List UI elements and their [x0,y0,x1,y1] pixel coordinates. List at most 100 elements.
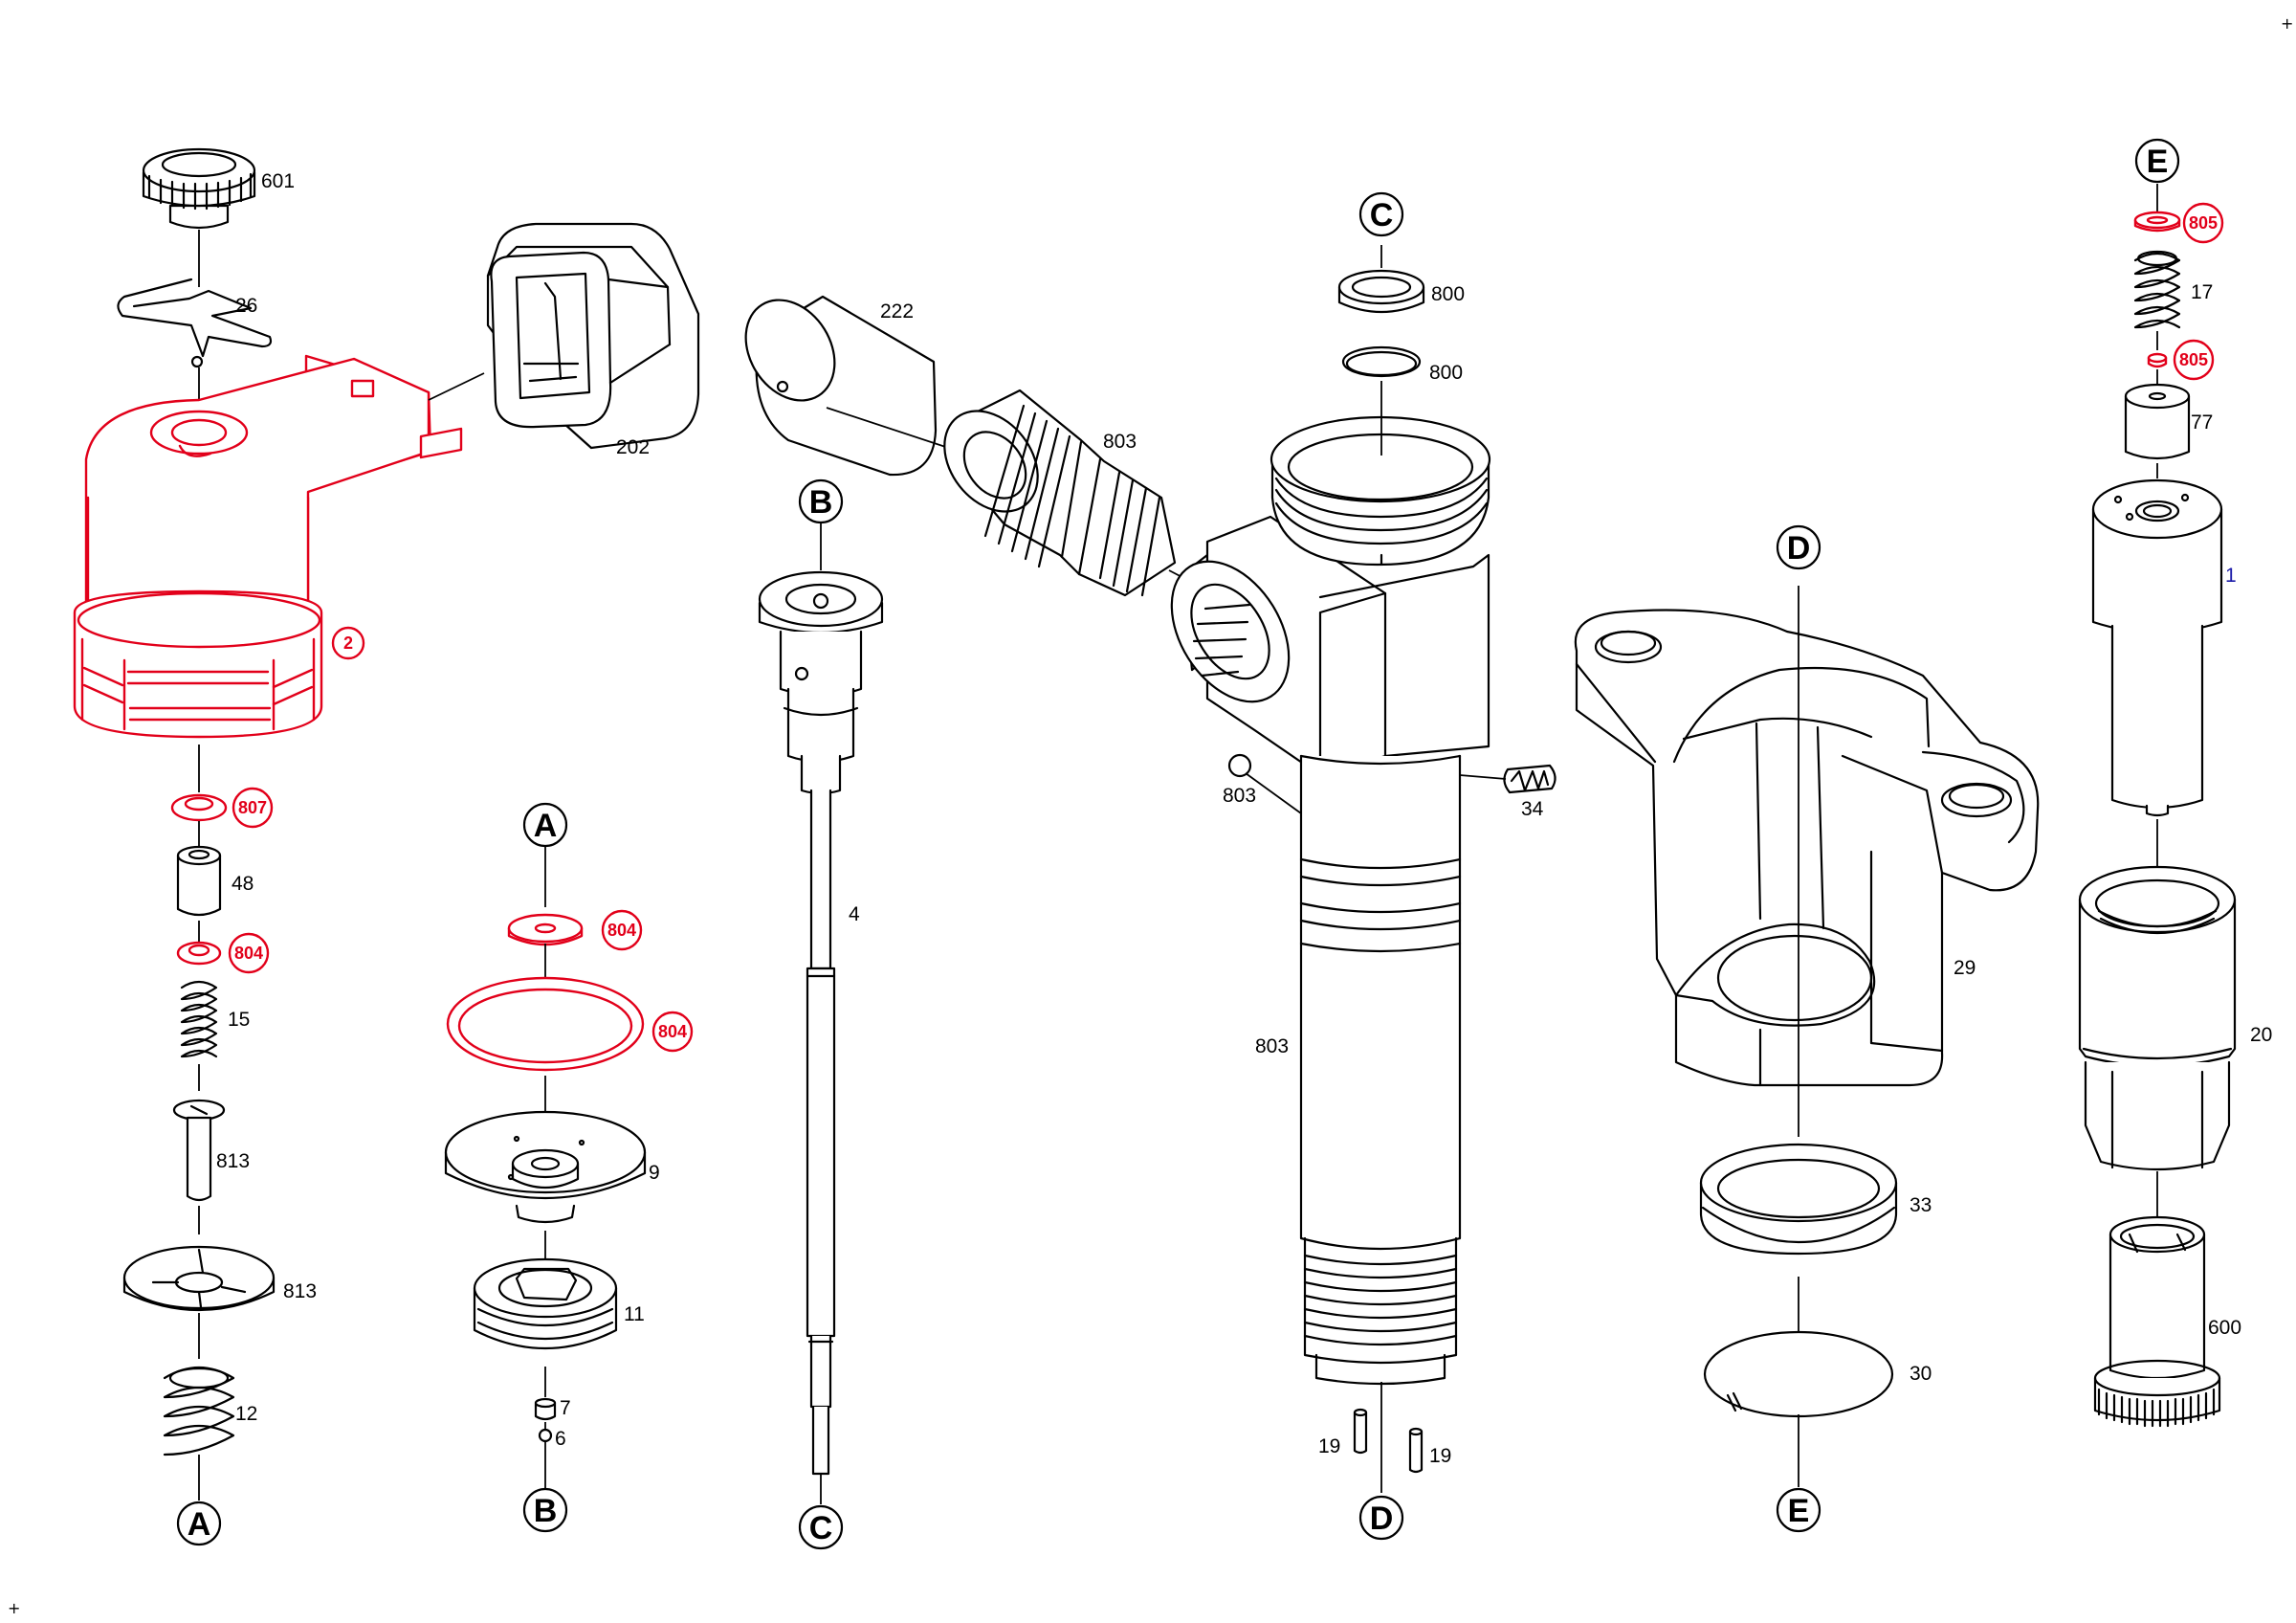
svg-text:A: A [534,808,558,844]
label-803-fitting: 803 [1103,431,1137,453]
label-19-right: 19 [1429,1445,1451,1467]
ring-800-bottom[interactable] [1341,345,1422,378]
marker-c-bottom: C [798,1504,844,1550]
svg-text:E: E [2147,144,2169,180]
label-600: 600 [2208,1317,2241,1339]
label-2: 2 [343,634,353,653]
label-222: 222 [880,300,914,322]
label-33: 33 [1910,1194,1932,1216]
snap-ring-30[interactable] [1703,1330,1894,1418]
marker-a-top: A [522,802,568,848]
dowel-19-right[interactable] [1408,1427,1424,1474]
label-807: 807 [238,798,267,817]
connector-housing-202[interactable] [486,222,700,450]
label-804-b: 804 [607,921,636,940]
label-20: 20 [2250,1024,2272,1046]
svg-text:B: B [809,484,833,521]
label-30: 30 [1910,1363,1932,1385]
pin-813[interactable] [172,1099,226,1202]
svg-text:E: E [1788,1493,1810,1529]
piston-7[interactable] [534,1397,557,1421]
svg-text:A: A [188,1506,211,1543]
label-48: 48 [232,873,254,895]
label-19-left: 19 [1318,1435,1340,1457]
label-202: 202 [616,436,650,458]
marker-d-top: D [1776,524,1821,570]
label-29: 29 [1954,957,1976,979]
inlet-fitting-803[interactable] [925,389,1177,597]
dowel-19-left[interactable] [1353,1408,1368,1455]
svg-text:C: C [1370,197,1394,233]
marker-d-bottom: D [1358,1495,1404,1541]
corner-mark: + [2281,14,2293,33]
label-12: 12 [235,1403,257,1425]
corner-mark: + [8,1599,20,1617]
injector-body[interactable] [1148,415,1491,1386]
svg-text:B: B [534,1493,558,1529]
label-34: 34 [1521,798,1544,820]
ball-803[interactable] [1227,753,1252,778]
holder-29[interactable] [1574,609,2040,1087]
label-9: 9 [649,1162,660,1184]
callout-ring-805a [2182,202,2224,244]
label-7: 7 [560,1397,571,1419]
spring-12[interactable] [163,1367,235,1456]
label-803-ball: 803 [1223,785,1256,807]
marker-e-top: E [2134,138,2180,184]
ring-800-top[interactable] [1337,269,1425,314]
label-11: 11 [624,1303,645,1325]
callout-ring-2 [331,626,365,660]
label-601: 601 [261,170,295,192]
callout-ring-804a [228,932,270,974]
shim-804[interactable] [507,913,584,946]
label-4: 4 [849,903,860,925]
label-15: 15 [228,1009,250,1031]
nozzle-1[interactable] [2091,478,2223,817]
spring-15[interactable] [180,980,218,1058]
ball-6[interactable] [538,1428,553,1443]
label-805-top: 805 [2189,213,2218,233]
sleeve-48[interactable] [176,845,222,917]
nozzle-nut-20[interactable] [2078,865,2237,1171]
label-804-c: 804 [658,1022,687,1041]
label-800-top: 800 [1431,283,1465,305]
label-813-plate: 813 [283,1280,317,1302]
solenoid-valve-2[interactable] [73,354,463,739]
callout-ring-804b [601,909,643,951]
filter-34[interactable] [1503,764,1556,794]
knob-601[interactable] [142,147,256,230]
nut-11[interactable] [473,1257,618,1349]
marker-c-top: C [1358,191,1404,237]
marker-b-top: B [798,478,844,524]
ring-33[interactable] [1699,1143,1898,1256]
callout-ring-804c [651,1011,694,1053]
ring-807[interactable] [170,793,228,822]
svg-text:C: C [809,1510,833,1546]
marker-a-bottom: A [176,1501,222,1546]
spring-17[interactable] [2133,250,2181,329]
label-805-bottom: 805 [2179,350,2208,369]
tool-600[interactable] [2093,1215,2221,1428]
shim-805-top[interactable] [2133,211,2181,233]
sleeve-222[interactable] [728,283,938,477]
shim-805-bottom[interactable] [2147,352,2168,368]
label-813-pin: 813 [216,1150,250,1172]
label-77: 77 [2191,411,2213,434]
label-6: 6 [555,1428,566,1450]
valve-plate-9[interactable] [444,1110,647,1224]
label-26: 26 [235,295,257,317]
label-1: 1 [2225,565,2237,587]
valve-rod-4[interactable] [758,570,884,1476]
clip-26[interactable] [117,278,273,368]
svg-text:D: D [1787,530,1811,567]
label-17: 17 [2191,281,2213,303]
seal-ring-804[interactable] [446,976,645,1072]
svg-text:D: D [1370,1501,1394,1537]
ring-804-top[interactable] [176,941,222,966]
label-804-a: 804 [234,944,263,963]
spacer-77[interactable] [2124,383,2191,460]
callout-ring-807 [232,787,274,829]
plate-813[interactable] [122,1245,276,1311]
marker-b-bottom: B [522,1487,568,1533]
